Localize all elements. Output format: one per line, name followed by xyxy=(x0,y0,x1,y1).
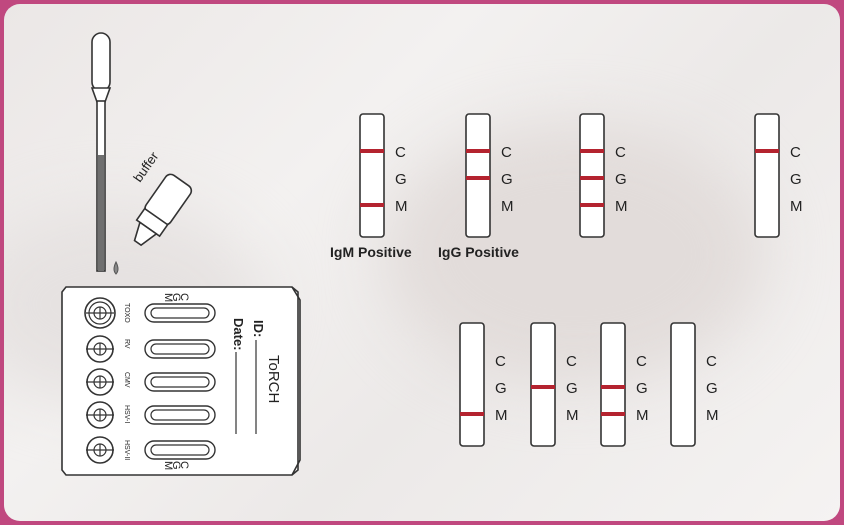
strip-c-label: C xyxy=(706,353,717,370)
reading-window xyxy=(144,372,216,392)
strip-g-label: G xyxy=(615,171,627,188)
reading-window xyxy=(144,405,216,425)
igg-positive-caption: IgG Positive xyxy=(438,244,519,260)
strip-m-label: M xyxy=(706,407,719,424)
strip-g-label: G xyxy=(706,380,718,397)
buffer-label: buffer xyxy=(130,149,162,185)
strip-c-label: C xyxy=(615,144,626,161)
strip-c-label: C xyxy=(566,353,577,370)
strip-body xyxy=(359,113,385,238)
result-line-c xyxy=(580,149,604,153)
strip-g-label: G xyxy=(566,380,578,397)
bottom-strip-4: CGM xyxy=(670,322,719,447)
cassette-g-label-bottom: G xyxy=(170,461,182,470)
strip-body xyxy=(579,113,605,238)
bottom-strip-3: CGM xyxy=(600,322,649,447)
reading-window xyxy=(144,440,216,460)
cassette-g-label-top: G xyxy=(170,293,182,302)
strip-body xyxy=(459,322,485,447)
buffer-bottle-icon xyxy=(133,173,193,247)
bottom-strip-2: CGM xyxy=(530,322,579,447)
well-label: TOXO xyxy=(123,303,130,323)
well-5: HSV-II xyxy=(86,436,216,464)
strip-c-label: C xyxy=(636,353,647,370)
strip-m-label: M xyxy=(395,198,408,215)
strip-body xyxy=(670,322,696,447)
result-line-m xyxy=(360,203,384,207)
top-strip-2: CGM xyxy=(465,113,514,238)
cassette-title: ToRCH xyxy=(265,355,282,403)
result-line-m xyxy=(580,203,604,207)
result-line-g xyxy=(580,176,604,180)
result-line-c xyxy=(360,149,384,153)
cassette-wells: TOXO RV CMV HSV-I HSV-II xyxy=(84,297,216,464)
strip-body xyxy=(754,113,780,238)
strip-m-label: M xyxy=(615,198,628,215)
strip-c-label: C xyxy=(495,353,506,370)
well-3: CMV xyxy=(86,368,216,396)
result-line-g xyxy=(601,385,625,389)
strip-m-label: M xyxy=(495,407,508,424)
strip-c-label: C xyxy=(395,144,406,161)
strip-body xyxy=(530,322,556,447)
top-strip-1: CGM xyxy=(359,113,408,238)
date-label: Date: xyxy=(231,318,246,351)
strip-g-label: G xyxy=(636,380,648,397)
dropper-icon xyxy=(90,32,112,272)
background-shape xyxy=(384,124,764,384)
cassette-c-label-bottom: C xyxy=(178,461,190,469)
strip-body xyxy=(465,113,491,238)
cassette-c-label-top: C xyxy=(178,293,190,301)
id-label: ID: xyxy=(251,320,266,337)
igm-positive-caption: IgM Positive xyxy=(330,244,412,260)
drop-icon xyxy=(113,260,119,275)
cassette-m-label-top: M xyxy=(162,293,174,302)
strip-body xyxy=(600,322,626,447)
result-line-c xyxy=(755,149,779,153)
strip-m-label: M xyxy=(566,407,579,424)
well-label: HSV-II xyxy=(123,440,130,460)
well-2: RV xyxy=(86,335,216,363)
strip-g-label: G xyxy=(790,171,802,188)
result-line-c xyxy=(466,149,490,153)
result-line-m xyxy=(601,412,625,416)
result-line-m xyxy=(460,412,484,416)
well-label: HSV-I xyxy=(123,405,130,423)
top-strip-3: CGM xyxy=(579,113,628,238)
cassette-m-label-bottom: M xyxy=(162,461,174,470)
strip-c-label: C xyxy=(501,144,512,161)
reading-window xyxy=(144,339,216,359)
strip-m-label: M xyxy=(790,198,803,215)
well-4: HSV-I xyxy=(86,401,216,429)
reading-window xyxy=(144,303,216,323)
strip-m-label: M xyxy=(636,407,649,424)
strip-g-label: G xyxy=(501,171,513,188)
well-1: TOXO xyxy=(84,297,216,329)
strip-g-label: G xyxy=(495,380,507,397)
well-label: CMV xyxy=(123,372,130,388)
strip-c-label: C xyxy=(790,144,801,161)
result-line-g xyxy=(466,176,490,180)
strip-m-label: M xyxy=(501,198,514,215)
well-label: RV xyxy=(123,339,130,349)
strip-g-label: G xyxy=(395,171,407,188)
bottom-strip-1: CGM xyxy=(459,322,508,447)
result-line-g xyxy=(531,385,555,389)
top-strip-4: CGM xyxy=(754,113,803,238)
